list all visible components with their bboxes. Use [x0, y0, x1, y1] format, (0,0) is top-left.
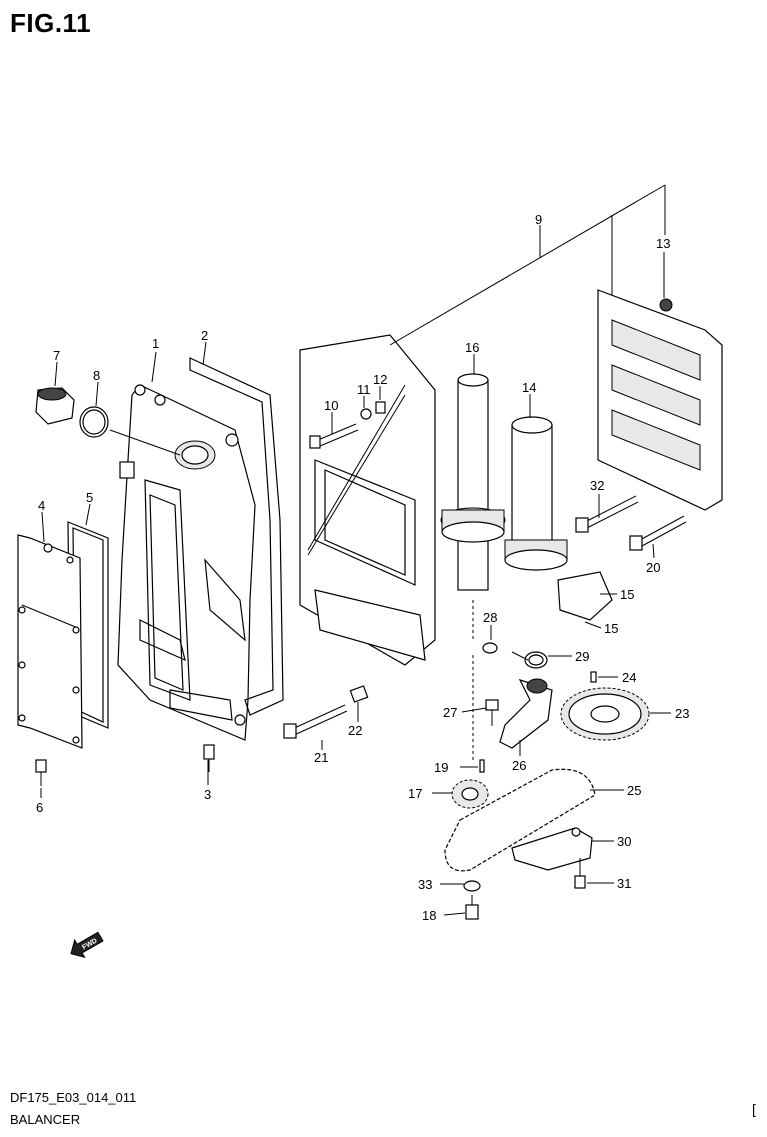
callout-13: 13	[656, 236, 670, 251]
callout-16: 16	[465, 340, 479, 355]
bolt-part-3	[203, 744, 215, 772]
dowel-pin-part-22	[349, 685, 369, 703]
pin-part-24	[590, 671, 597, 683]
tensioner-arm-part-26	[499, 678, 553, 749]
leader-lines	[40, 252, 671, 916]
bolt-part-21	[283, 704, 348, 739]
callout-33: 33	[418, 877, 432, 892]
callout-15a: 15	[620, 587, 634, 602]
callout-19: 19	[434, 760, 448, 775]
bolt-part-31	[574, 858, 586, 889]
oil-cap-part-7	[35, 387, 75, 425]
callout-8: 8	[93, 368, 100, 383]
callout-24: 24	[622, 670, 636, 685]
washer-part-33	[463, 880, 481, 892]
callout-29: 29	[575, 649, 589, 664]
callout-23: 23	[675, 706, 689, 721]
callout-21: 21	[314, 750, 328, 765]
sprocket-part-17	[451, 779, 489, 809]
callout-2: 2	[201, 328, 208, 343]
callout-1: 1	[152, 336, 159, 351]
plug-part-13	[659, 298, 673, 312]
washer-part-28	[482, 642, 498, 654]
sprocket-part-23	[560, 687, 650, 741]
callout-30: 30	[617, 834, 631, 849]
bolt-part-32	[575, 495, 639, 533]
callout-3: 3	[204, 787, 211, 802]
diagram-name: BALANCER	[10, 1112, 81, 1127]
callout-25: 25	[627, 783, 641, 798]
bolt-part-20	[629, 515, 687, 551]
balancer-case-frame	[299, 334, 436, 666]
callout-9: 9	[535, 212, 542, 227]
pin-part-19	[479, 759, 485, 773]
chain-guide-part-30	[511, 827, 593, 871]
callout-18: 18	[422, 908, 436, 923]
bearing-part-15	[557, 571, 613, 621]
o-ring-part-8	[79, 406, 109, 438]
bolt-part-18	[465, 895, 479, 920]
figure-title: FIG.11	[10, 8, 92, 38]
callout-22: 22	[348, 723, 362, 738]
pin-part-12	[375, 401, 386, 414]
chain-part-25	[444, 768, 596, 872]
callout-32: 32	[590, 478, 604, 493]
group-9-bracket	[389, 184, 666, 346]
fwd-label: FWD	[81, 937, 98, 951]
callout-20: 20	[646, 560, 660, 575]
callout-12: 12	[373, 372, 387, 387]
callout-17: 17	[408, 786, 422, 801]
callout-15b: 15	[604, 621, 618, 636]
diagram-code: DF175_E03_014_011	[10, 1090, 137, 1105]
callout-5: 5	[86, 490, 93, 505]
balancer-housing-part-1	[117, 384, 256, 741]
callout-labels: 1 2 3 4 5 6 7 8 9 10 11 12 13 14 15 15 1…	[36, 212, 689, 923]
callout-6: 6	[36, 800, 43, 815]
callout-7: 7	[53, 348, 60, 363]
bolt-part-6	[35, 759, 47, 786]
balancer-shaft-part-14	[504, 416, 568, 571]
callout-27: 27	[443, 705, 457, 720]
callout-10: 10	[324, 398, 338, 413]
forward-arrow-icon: FWD	[70, 931, 104, 959]
gasket-part-2	[189, 357, 284, 716]
cover-plate-part-4	[17, 534, 83, 749]
balancer-case-upper	[597, 289, 723, 511]
callout-11: 11	[357, 382, 371, 397]
bolt-part-27	[485, 699, 499, 726]
washer-part-11	[360, 408, 372, 420]
spring-part-29	[511, 651, 548, 669]
callout-4: 4	[38, 498, 45, 513]
bolt-part-10	[309, 423, 359, 449]
balancer-shaft-part-16	[440, 373, 506, 591]
callout-14: 14	[522, 380, 536, 395]
callout-31: 31	[617, 876, 631, 891]
callout-26: 26	[512, 758, 526, 773]
corner-bracket: [	[752, 1101, 756, 1117]
callout-28: 28	[483, 610, 497, 625]
